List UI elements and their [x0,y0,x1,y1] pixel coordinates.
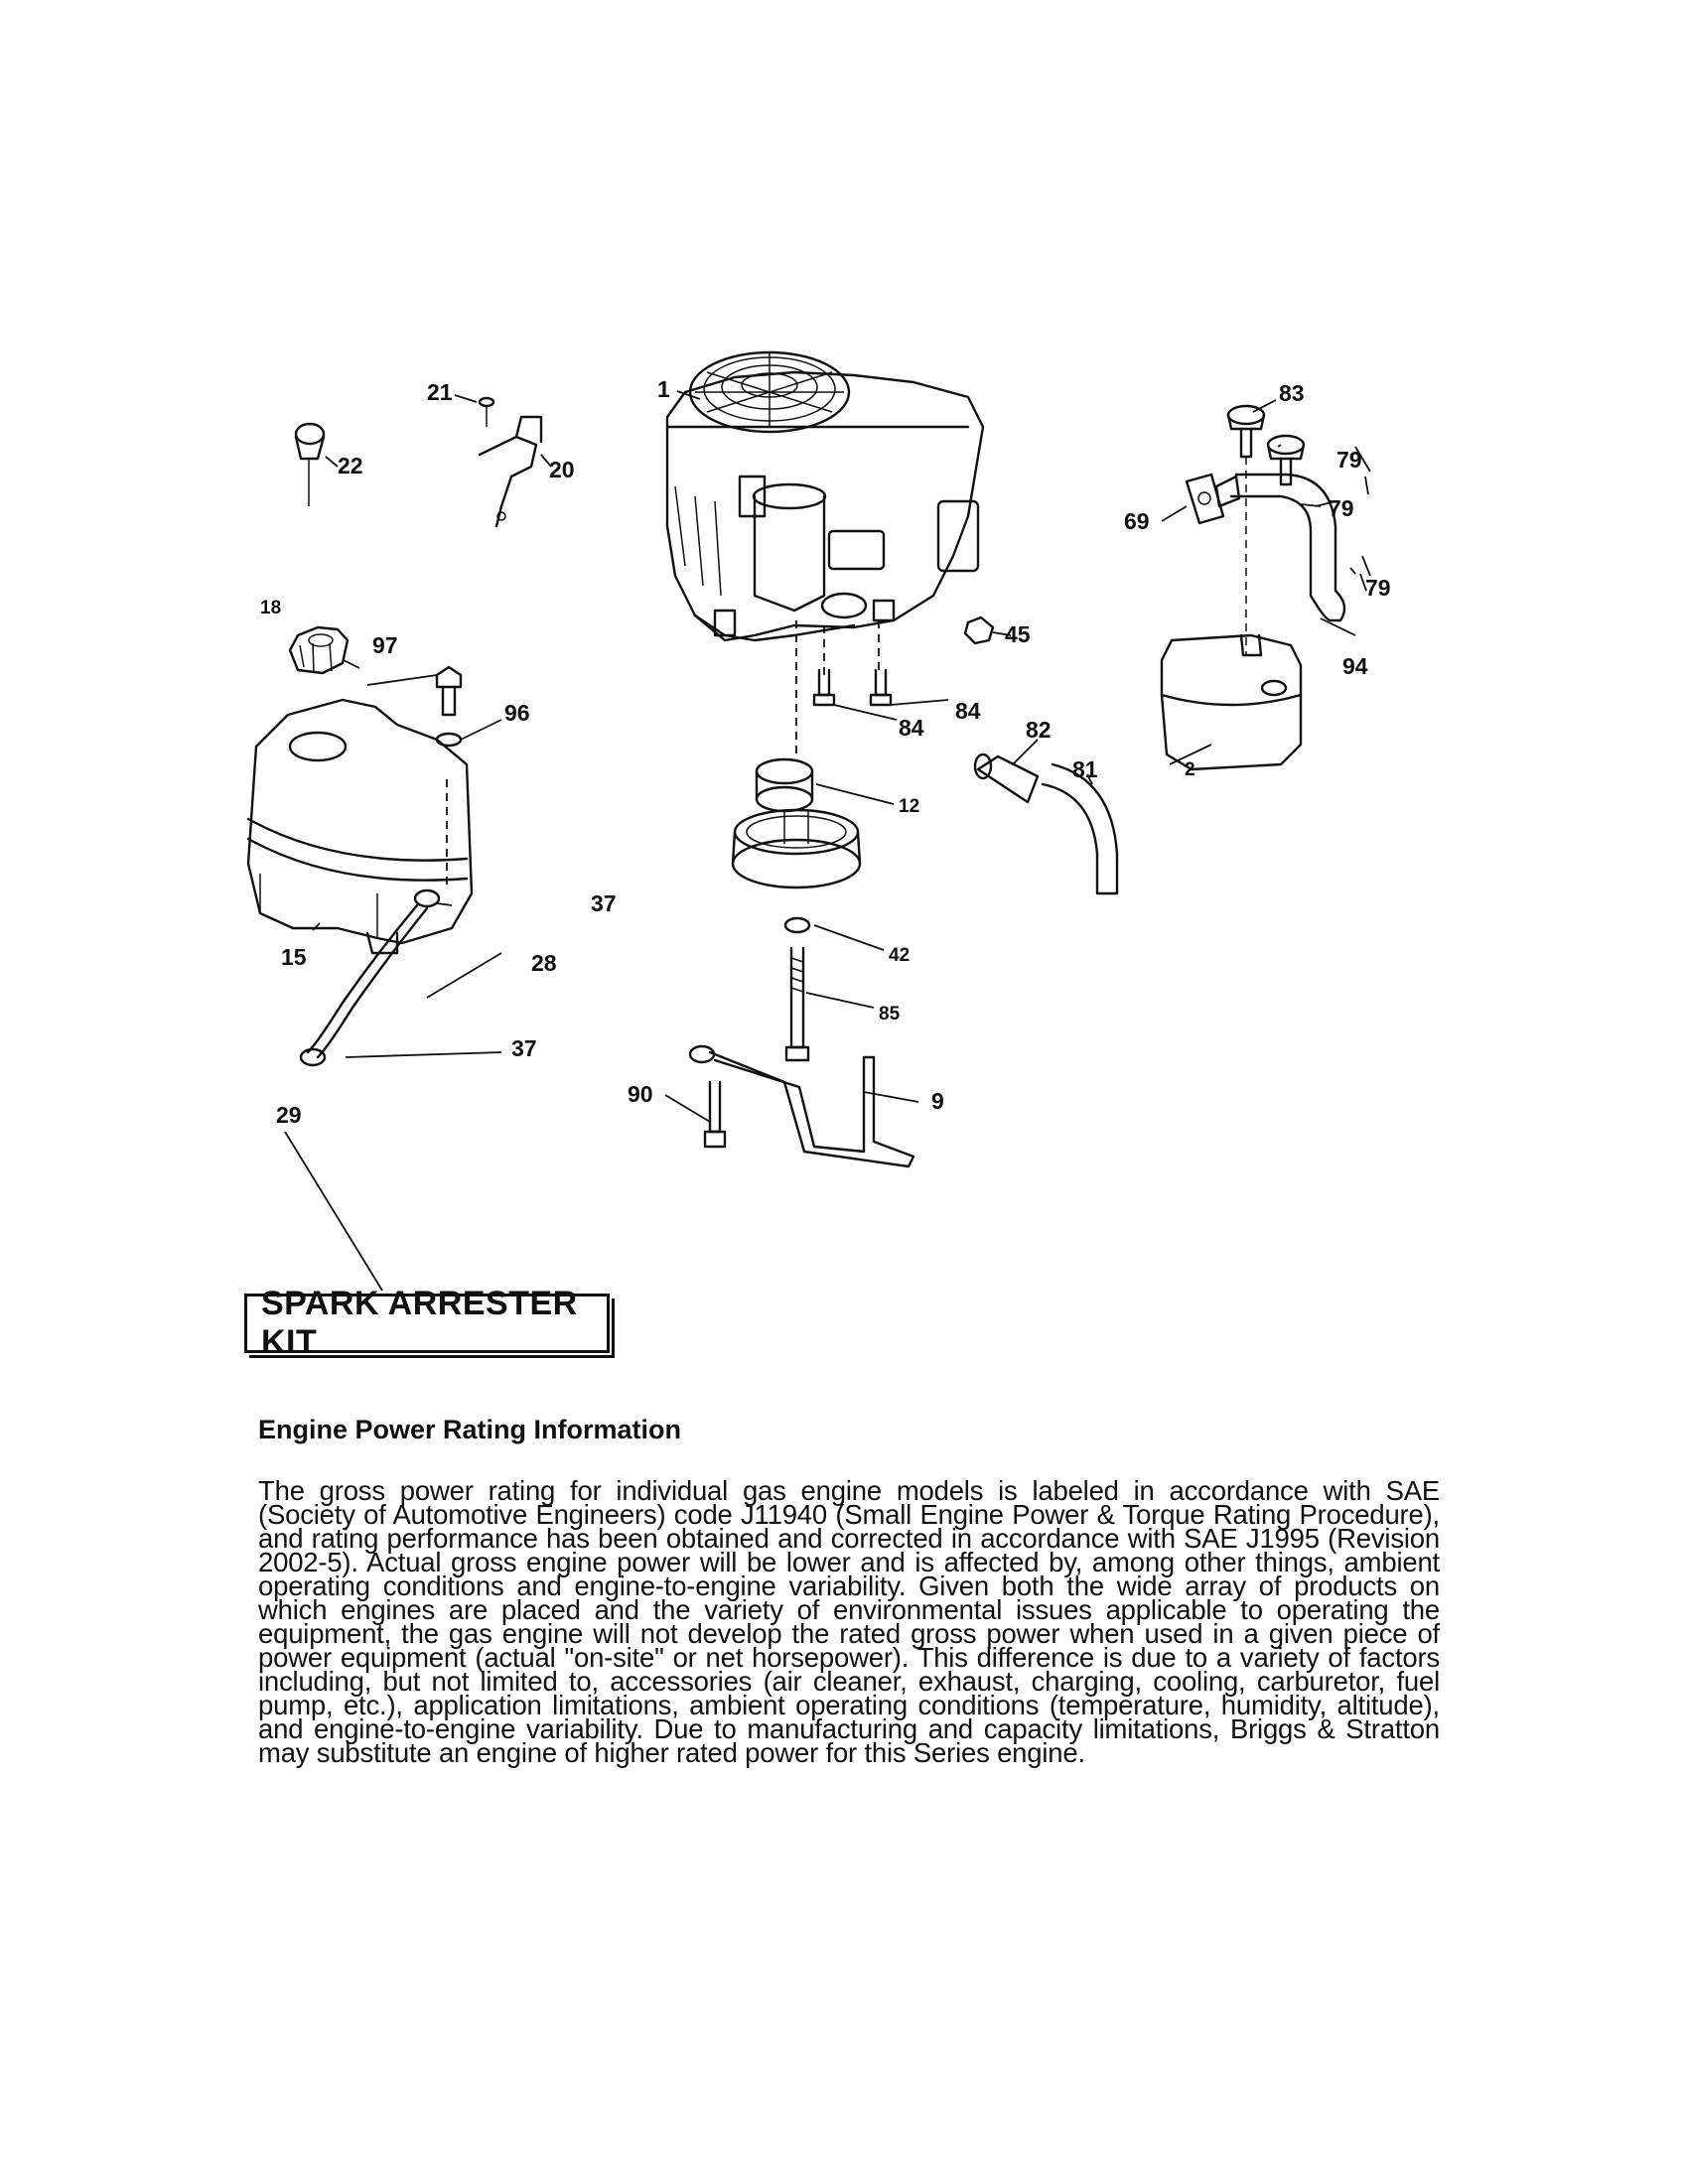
spark-arrester-kit-box: SPARK ARRESTER KIT [244,1285,615,1361]
callout-83: 83 [1279,380,1305,406]
bolt-97-illustration [435,665,463,717]
clamp-37b-illustration [299,1047,327,1067]
callout-2: 2 [1185,759,1195,780]
callout-94: 94 [1342,653,1368,679]
spark-arrester-kit-label: SPARK ARRESTER KIT [261,1285,578,1361]
washer-96-illustration [435,732,463,748]
clamp-37a-illustration [413,888,441,908]
callout-82: 82 [1026,717,1052,743]
callout-28: 28 [531,950,557,976]
bolt-85-illustration [784,946,810,1062]
callout-9: 9 [931,1088,944,1114]
pulley-illustration [731,757,862,889]
callout-18: 18 [260,598,281,618]
callout-37a: 37 [591,890,617,916]
washer-42-illustration [783,916,811,934]
callout-97: 97 [372,632,398,658]
callout-96: 96 [504,700,530,726]
callout-79b: 79 [1329,495,1354,521]
bolt-90-illustration [703,1080,727,1149]
callout-42: 42 [889,945,910,966]
callout-85: 85 [879,1004,901,1024]
callout-labels: 1 21 22 20 18 97 96 15 37 28 37 29 45 84… [260,376,1391,1128]
exhaust-pipe-illustration [1214,473,1346,622]
nut-45-illustration [963,615,995,645]
callout-84b: 84 [955,698,981,724]
callout-29: 29 [276,1102,302,1128]
section-body: The gross power rating for individual ga… [258,1475,1440,1768]
engine-illustration [665,350,985,642]
hose-81-illustration [1041,762,1119,895]
fuel-line-illustration [306,903,429,1059]
callout-81: 81 [1072,756,1098,782]
callout-90: 90 [628,1081,653,1107]
leader-lines [284,390,1371,1292]
gasket-illustration [1185,473,1225,525]
section-title: Engine Power Rating Information [258,1415,682,1444]
callout-21: 21 [427,379,453,405]
callout-79c: 79 [1365,575,1391,601]
callout-20: 20 [549,457,575,482]
fuel-cap-illustration [288,625,350,675]
callout-12: 12 [899,796,919,817]
callout-84a: 84 [899,715,924,741]
engine-power-rating-section: Engine Power Rating Information The gros… [258,1415,1440,1768]
bolts-83-illustration [1226,404,1306,655]
callout-37b: 37 [511,1035,537,1061]
bracket-20-illustration [478,415,543,528]
screw-21-illustration [478,396,495,427]
muffler-illustration [1160,633,1303,771]
callout-69: 69 [1124,508,1150,534]
bolts-84-illustration [812,668,893,707]
callout-15: 15 [281,944,307,970]
knob-22-illustration [294,422,326,506]
callout-22: 22 [338,453,363,478]
callout-79a: 79 [1336,447,1362,473]
rod-9-illustration [688,1044,915,1168]
fitting-82-illustration [973,752,1040,804]
fuel-tank-illustration [246,698,474,955]
callout-1: 1 [657,376,670,402]
callout-45: 45 [1005,621,1031,647]
